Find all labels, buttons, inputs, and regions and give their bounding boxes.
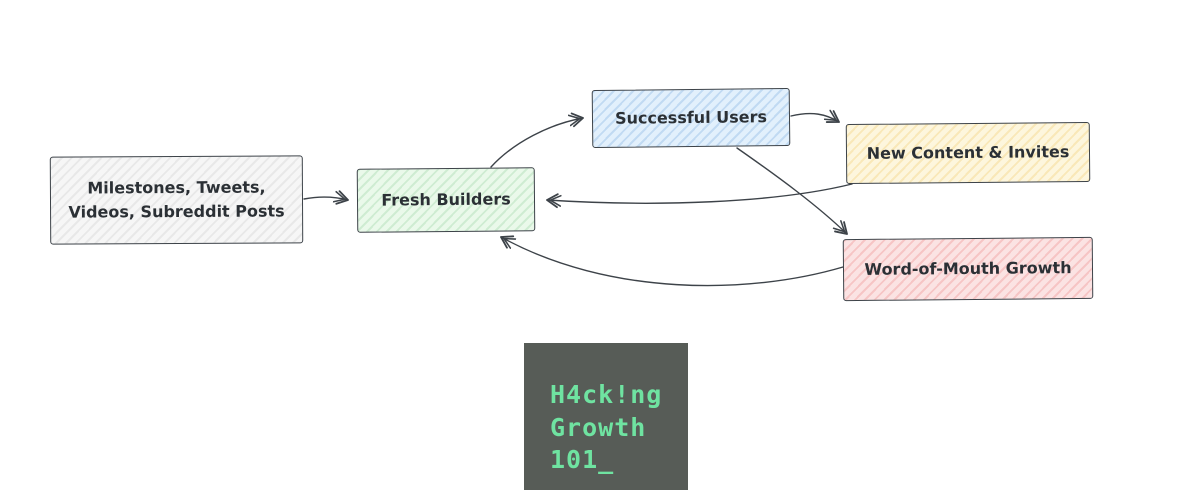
edge-word-of-mouth-growth-to-fresh-builders (501, 237, 844, 287)
edge-successful-users-to-new-content-invites (790, 114, 839, 122)
node-fresh-builders: Fresh Builders (356, 167, 536, 233)
node-milestones: Milestones, Tweets, Videos, Subreddit Po… (49, 155, 304, 245)
node-new-content-invites: New Content & Invites (845, 121, 1091, 185)
edge-fresh-builders-to-successful-users (490, 118, 583, 168)
logo-line-1: H4ck!ng (550, 380, 663, 409)
logo-card: H4ck!ng Growth 101_ (524, 343, 688, 490)
logo-line-2: Growth (550, 412, 647, 442)
node-word-of-mouth-growth: Word-of-Mouth Growth (842, 236, 1094, 302)
logo-line-3: 101_ (550, 445, 615, 474)
node-successful-users: Successful Users (591, 87, 791, 149)
edge-successful-users-to-word-of-mouth-growth (736, 147, 847, 234)
edge-new-content-invites-to-fresh-builders (547, 183, 853, 203)
edge-milestones-to-fresh-builders (303, 197, 348, 200)
